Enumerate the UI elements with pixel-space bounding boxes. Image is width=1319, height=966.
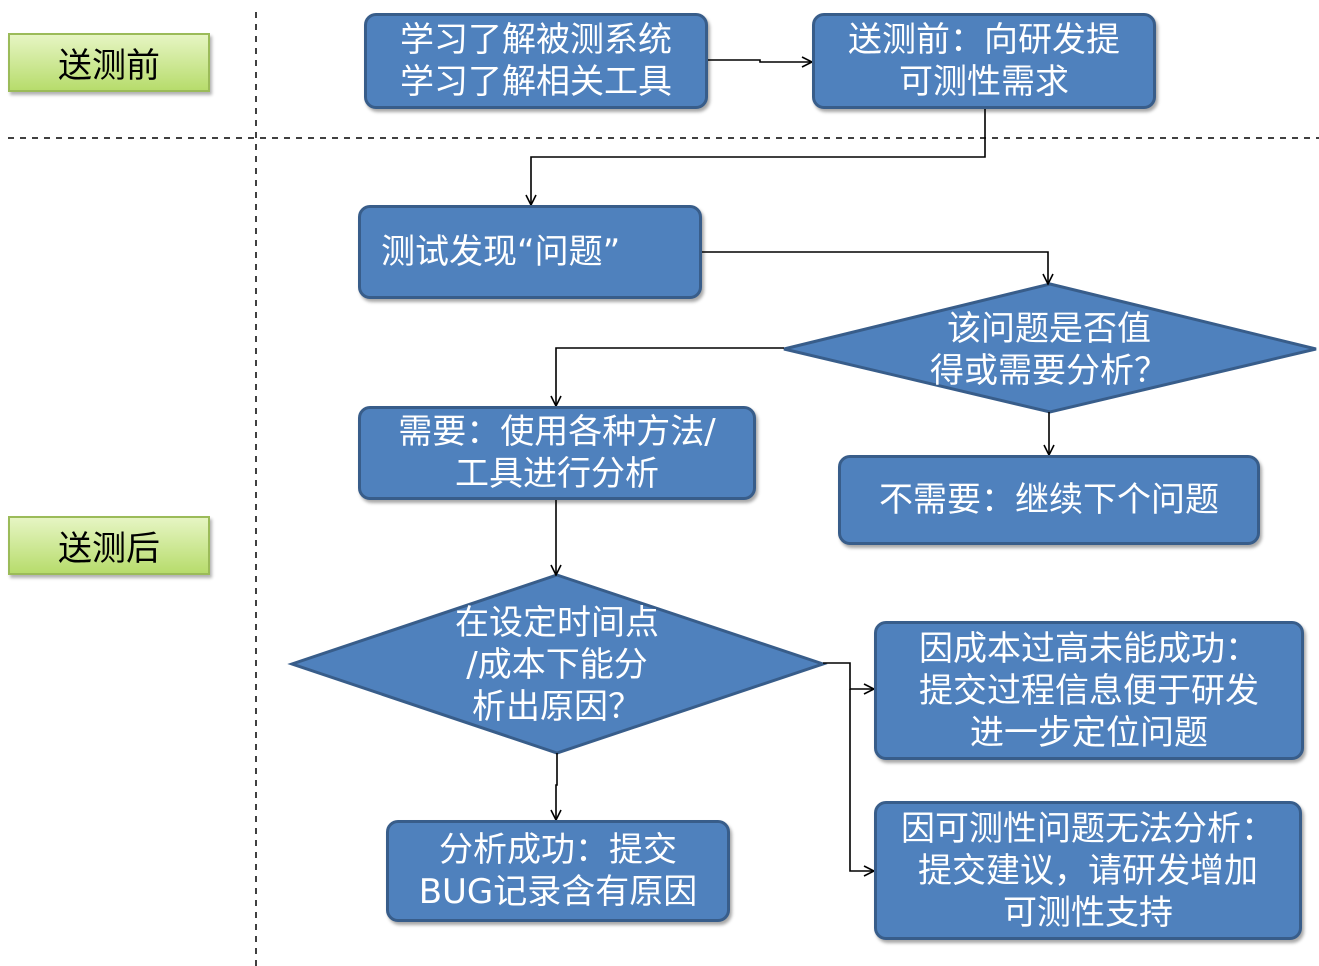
connector-timecheck-to-testabilityfail	[849, 689, 874, 871]
node-learn-system: 学习了解被测系统 学习了解相关工具	[364, 13, 708, 109]
phase-label-after: 送测后	[8, 516, 210, 575]
timecheck-line-2: /成本下能分	[466, 645, 648, 685]
node-cost-too-high: 因成本过高未能成功： 提交过程信息便于研发 进一步定位问题	[874, 621, 1304, 760]
node-analysis-success: 分析成功：提交 BUG记录含有原因	[386, 820, 730, 922]
decision-diamond-worth-analysis	[783, 282, 1317, 414]
node-success-line-1: 分析成功：提交	[439, 830, 677, 870]
node-learn-line-1: 学习了解被测系统	[400, 20, 672, 60]
node-testfail-line-1: 因可测性问题无法分析：	[901, 808, 1275, 849]
connector-learn-to-request	[708, 60, 812, 62]
decision-time-cost-label: 在设定时间点 /成本下能分 析出原因？	[392, 600, 722, 730]
node-found-line-1: 测试发现“问题”	[381, 232, 621, 272]
node-costfail-line-1: 因成本过高未能成功：	[919, 628, 1259, 669]
node-costfail-line-2: 提交过程信息便于研发	[919, 670, 1259, 711]
timecheck-line-1: 在设定时间点	[455, 603, 659, 643]
node-testfail-line-3: 可测性支持	[1003, 892, 1173, 933]
phase-label-before-text: 送测前	[58, 46, 160, 86]
decision-worth-analysis-label: 该问题是否值 得或需要分析？	[884, 306, 1214, 394]
node-need-line-2: 工具进行分析	[455, 454, 659, 494]
decide-line-1: 该问题是否值	[947, 309, 1151, 349]
node-need-analysis: 需要：使用各种方法/ 工具进行分析	[358, 406, 756, 500]
connector-request-to-found	[531, 109, 986, 205]
node-learn-line-2: 学习了解相关工具	[400, 62, 672, 102]
node-noneed-line-1: 不需要：继续下个问题	[879, 480, 1219, 520]
timecheck-line-3: 析出原因？	[472, 687, 642, 727]
node-request-line-2: 可测性需求	[899, 62, 1069, 102]
connector-timecheck-to-costfail	[823, 662, 874, 689]
node-need-line-1: 需要：使用各种方法/	[398, 412, 716, 452]
decide-line-2: 得或需要分析？	[930, 351, 1168, 391]
node-testability-issue: 因可测性问题无法分析： 提交建议，请研发增加 可测性支持	[874, 801, 1302, 940]
node-request-line-1: 送测前：向研发提	[848, 20, 1120, 60]
node-testability-request: 送测前：向研发提 可测性需求	[812, 13, 1156, 109]
phase-label-after-text: 送测后	[58, 529, 160, 569]
node-costfail-line-3: 进一步定位问题	[970, 712, 1208, 753]
connector-timecheck-to-success	[556, 753, 557, 820]
connector-found-to-decision	[702, 251, 1048, 284]
phase-label-before: 送测前	[8, 33, 210, 92]
node-testfail-line-2: 提交建议，请研发增加	[918, 850, 1258, 891]
node-no-need: 不需要：继续下个问题	[838, 455, 1260, 545]
node-success-line-2: BUG记录含有原因	[418, 872, 698, 912]
connector-decision-to-need	[556, 347, 784, 406]
node-found-issue: 测试发现“问题”	[358, 205, 702, 299]
